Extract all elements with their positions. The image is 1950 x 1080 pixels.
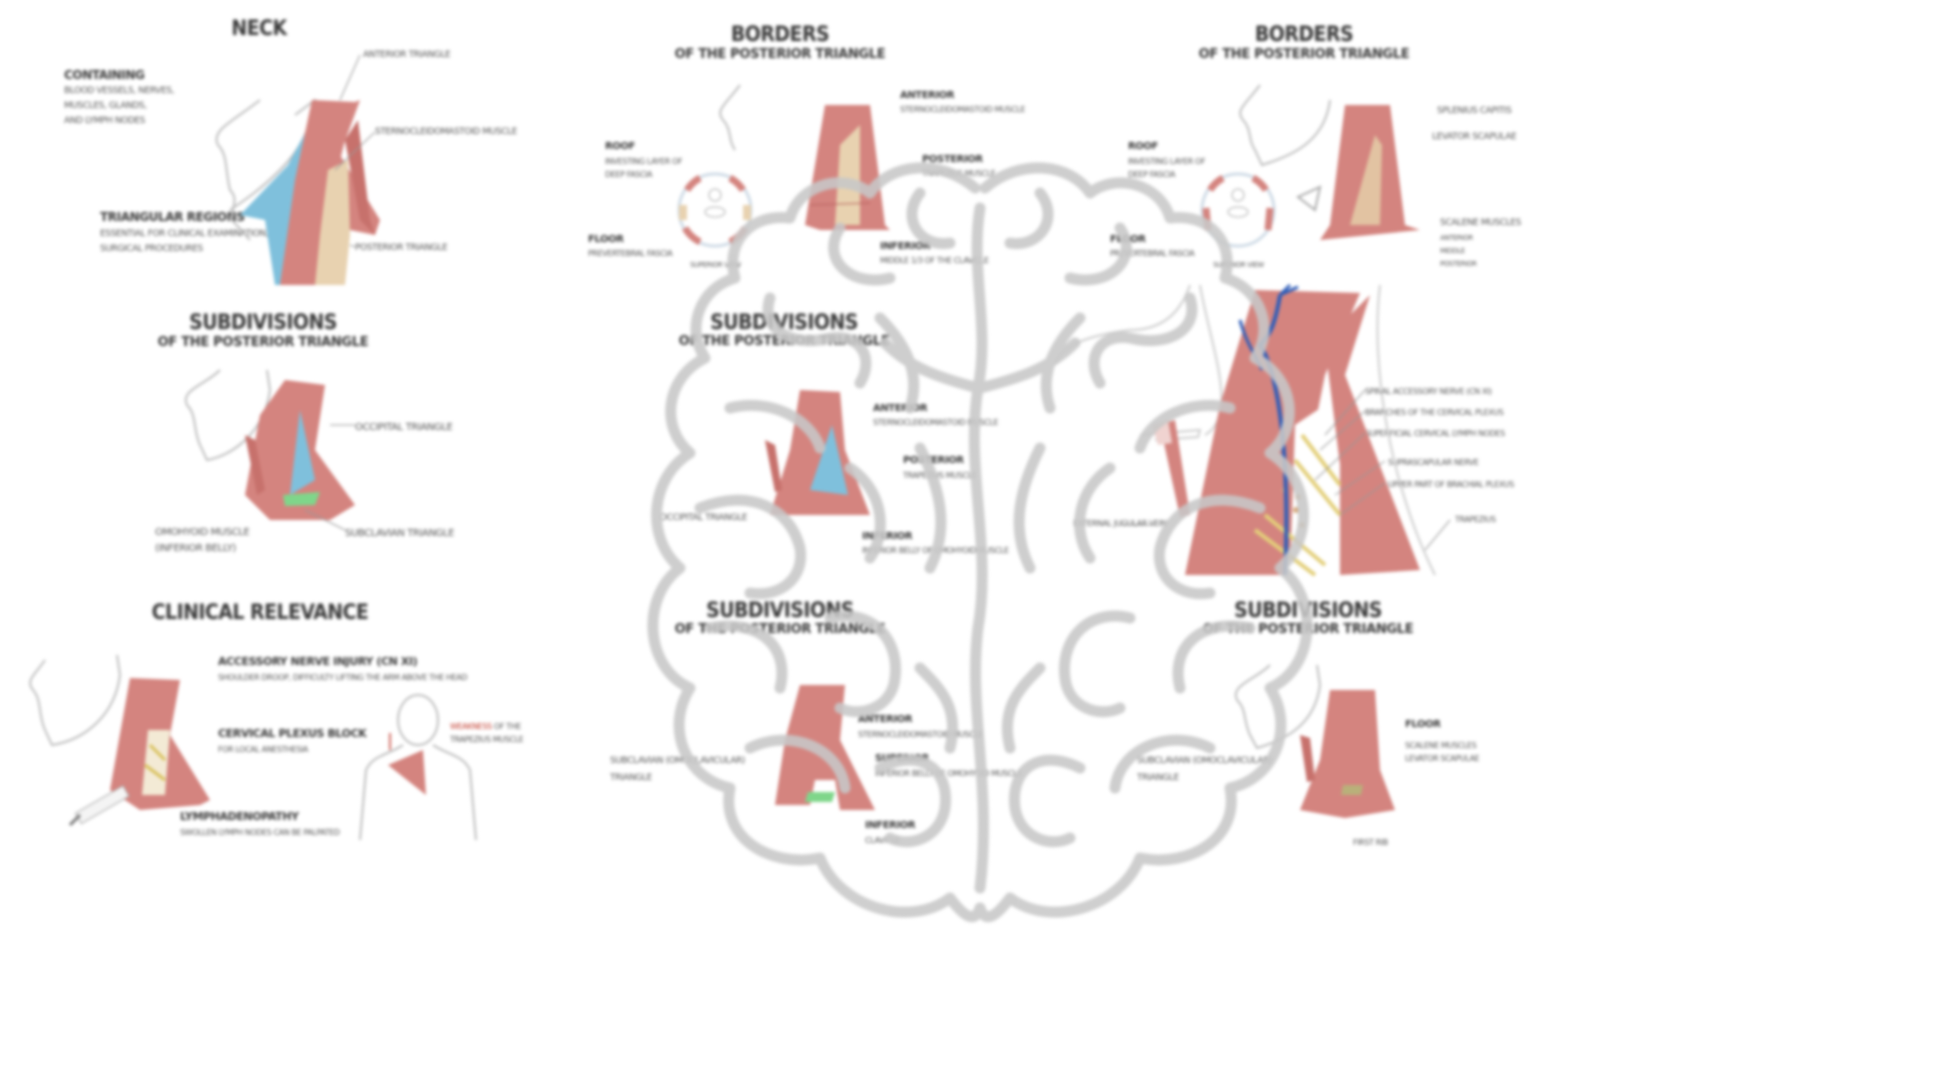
label-splenius-capitis: SPLENIUS CAPITIS <box>1437 106 1512 116</box>
clinical-item-heading: CERVICAL PLEXUS BLOCK <box>218 727 367 740</box>
roof-line: INVESTING LAYER OF <box>1128 157 1206 166</box>
panel-title: CLINICAL RELEVANCE <box>151 600 369 624</box>
brain-outline-overlay <box>647 162 1313 923</box>
panel-subtitle: OF THE POSTERIOR TRIANGLE <box>674 47 886 62</box>
triangular-heading: TRIANGULAR REGIONS <box>100 210 245 224</box>
label-omohyoid: OMOHYOID MUSCLE <box>155 527 250 538</box>
view-caption: SUPERIOR VIEW <box>690 261 741 269</box>
floor-heading: FLOOR <box>1405 719 1441 730</box>
inferior-line: CLAVICLE <box>865 836 900 845</box>
contents-label: TRAPEZIUS <box>1455 515 1496 524</box>
containing-heading: CONTAINING <box>64 68 145 82</box>
subclavian-label: TRIANGLE <box>610 773 652 783</box>
panel-title: BORDERS <box>730 22 830 46</box>
label-subclavian-triangle: SUBCLAVIAN TRIANGLE <box>345 528 454 539</box>
floor-heading: FLOOR <box>588 234 624 245</box>
floor-line: PREVERTEBRAL FASCIA <box>1110 249 1195 258</box>
scalene-item: ANTERIOR <box>1440 234 1473 242</box>
scalene-heading: SCALENE MUSCLES <box>1440 218 1521 228</box>
containing-line: AND LYMPH NODES <box>64 116 145 126</box>
label-posterior-triangle: POSTERIOR TRIANGLE <box>355 243 448 253</box>
floor-line: PREVERTEBRAL FASCIA <box>588 249 673 258</box>
triangular-line: ESSENTIAL FOR CLINICAL EXAMINATION, <box>100 229 269 239</box>
label-anterior-triangle: ANTERIOR TRIANGLE <box>363 50 451 60</box>
brain-left-contour <box>647 162 986 923</box>
clinical-item-detail: FOR LOCAL ANESTHESIA <box>218 745 308 754</box>
label-scm: STERNOCLEIDOMASTOID MUSCLE <box>375 127 517 137</box>
view-caption: SUPERIOR VIEW <box>1213 261 1264 269</box>
inferior-heading: INFERIOR <box>865 820 916 831</box>
roof-line: INVESTING LAYER OF <box>605 157 683 166</box>
roof-heading: ROOF <box>1128 141 1158 152</box>
anterior-heading: ANTERIOR <box>900 90 955 101</box>
weakness-label: WEAKNESS OF THE <box>450 722 521 731</box>
clinical-item-detail: SWOLLEN LYMPH NODES CAN BE PALPATED <box>180 828 340 837</box>
subclavian-label: SUBCLAVIAN (OMOCLAVICULAR) <box>1137 756 1272 766</box>
contents-label: UPPER PART OF BRACHIAL PLEXUS <box>1388 480 1514 489</box>
roof-heading: ROOF <box>605 141 635 152</box>
contents-label: SPINAL ACCESSORY NERVE (CN XI) <box>1365 387 1492 396</box>
label-levator-scapulae: LEVATOR SCAPULAE <box>1432 132 1517 142</box>
posterior-line: TRAPEZIUS MUSCLE <box>903 471 977 480</box>
scalene-item: MIDDLE <box>1440 247 1465 255</box>
clinical-item-heading: ACCESSORY NERVE INJURY (CN XI) <box>218 655 418 668</box>
floor-item: LEVATOR SCAPULAE <box>1405 754 1480 763</box>
anterior-line: STERNOCLEIDOMASTOID MUSCLE <box>873 418 999 427</box>
clinical-item-heading: LYMPHADENOPATHY <box>180 810 299 823</box>
anterior-line: STERNOCLEIDOMASTOID MUSCLE <box>900 105 1026 114</box>
floor-item: SCALENE MUSCLES <box>1405 741 1477 750</box>
weakness-red-text: WEAKNESS <box>450 722 492 731</box>
label-external-jugular-vein: EXTERNAL JUGULAR VEIN <box>1073 519 1167 528</box>
triangular-line: SURGICAL PROCEDURES <box>100 244 203 254</box>
contents-label: SUPRASCAPULAR NERVE <box>1388 458 1479 467</box>
weakness-rest-text: OF THE <box>493 722 521 731</box>
label-occipital-triangle: OCCIPITAL TRIANGLE <box>660 513 747 523</box>
posterior-heading: POSTERIOR <box>922 154 983 165</box>
inferior-line: MIDDLE 1/3 OF THE CLAVICLE <box>880 256 989 265</box>
neck-lateral-illustration <box>215 54 380 285</box>
anterior-line: STERNOCLEIDOMASTOID MUSCLE <box>858 730 984 739</box>
posterior-heading: POSTERIOR <box>903 455 964 466</box>
containing-line: BLOOD VESSELS, NERVES, <box>64 86 175 96</box>
inferior-heading: INFERIOR <box>880 241 931 252</box>
panel-title: BORDERS <box>1254 22 1354 46</box>
panel-subtitle: OF THE POSTERIOR TRIANGLE <box>1198 47 1410 62</box>
clinical-neck-illustration <box>29 654 210 827</box>
label-omohyoid: (INFERIOR BELLY) <box>155 543 236 554</box>
roof-line: DEEP FASCIA <box>1128 170 1176 179</box>
weakness-line2: TRAPEZIUS MUSCLE <box>450 735 524 744</box>
borders-neck-illustration <box>719 84 890 230</box>
inferior-heading: INFERIOR <box>862 531 913 542</box>
subclavian-label: TRIANGLE <box>1137 773 1179 783</box>
superior-view-illustration <box>1200 172 1276 248</box>
panel-title: NECK <box>231 16 287 40</box>
subclavian-label: SUBCLAVIAN (OMOCLAVICULAR) <box>610 756 745 766</box>
containing-line: MUSCLES, GLANDS, <box>64 101 147 111</box>
brain-right-contour <box>974 162 1313 923</box>
scalene-item: POSTERIOR <box>1440 260 1477 268</box>
label-first-rib: FIRST RIB <box>1353 838 1388 847</box>
subdivisions-bottom-right-illustration <box>1234 664 1395 818</box>
contents-label: SUPERFICIAL CERVICAL LYMPH NODES <box>1365 429 1505 438</box>
clinical-item-detail: SHOULDER DROOP, DIFFICULTY LIFTING THE A… <box>218 673 468 682</box>
panel-title: SUBDIVISIONS <box>189 310 337 334</box>
superior-line: INFERIOR BELLY OF OMOHYOID MUSCLE <box>875 769 1022 778</box>
subdivisions-illustration <box>184 369 355 531</box>
roof-line: DEEP FASCIA <box>605 170 653 179</box>
anterior-heading: ANTERIOR <box>873 403 928 414</box>
anterior-heading: ANTERIOR <box>858 714 913 725</box>
back-figure-illustration <box>359 694 477 841</box>
panel-subtitle: OF THE POSTERIOR TRIANGLE <box>157 335 369 350</box>
brain-midline <box>968 202 989 894</box>
contents-label: BRANCHES OF THE CERVICAL PLEXUS <box>1365 408 1504 417</box>
borders-right-neck-illustration <box>1239 84 1420 240</box>
label-occipital-triangle: OCCIPITAL TRIANGLE <box>355 422 453 433</box>
